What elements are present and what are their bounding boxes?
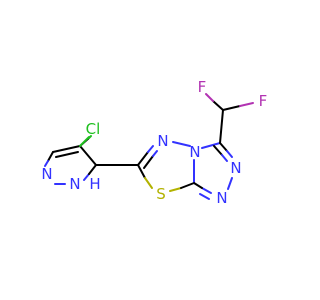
bond-c-n-double-1-blue [147,145,154,153]
bond-c-s [137,164,146,179]
atom-fluorine-2: F [259,92,268,110]
bond-chf2-f1-magenta [205,93,214,102]
bond-n-c-tri-double [199,193,210,200]
atom-sulfur: S [156,185,166,203]
bond-c3-chf2 [219,109,224,144]
bond-chf2-f2-magenta [239,102,254,107]
bond-n-c-tri [201,187,212,194]
bond-c3-n-double-blue [226,150,233,158]
atom-fluorine-1: F [198,78,207,96]
bond-cl-line [79,136,90,147]
atom-nitrogen-triazole-1: N [230,159,241,177]
atom-nitrogen-triazole-2: N [216,189,227,207]
atom-nitrogen-nh: N [69,175,80,193]
bond-n-n [172,141,191,147]
bond-chf2-f2 [222,105,241,111]
bond-c5-c4 [79,145,97,166]
bond-c3-n2 [47,151,54,162]
bond-c3-n-double [219,142,228,152]
bond-n1-c5-black [88,164,97,175]
bond-c-n-double-2 [143,155,154,169]
atom-labels: Cl N N H N S N N N F F [41,78,267,207]
bonds [44,93,254,200]
bond-c-n-double-2-blue [152,150,158,157]
bond-s-c [169,187,182,192]
bond-chf2-f1 [212,100,224,111]
bond-c3-n-double-2-blue [221,154,228,162]
atom-nitrogen-pyrazole: N [41,165,52,183]
bond-s-c-black [180,182,195,189]
bond-c4-c3 [52,145,81,153]
bond-c-n-double-1 [137,151,149,166]
bond-c3-n2-blue [44,160,49,167]
bond-n1-c5 [83,173,90,181]
bond-c-s-yellow [144,177,153,189]
atom-chlorine: Cl [86,120,101,138]
atom-nitrogen-bridge: N [189,143,200,161]
atom-hydrogen-nh: H [89,175,100,193]
bond-n-n-tri [227,177,233,190]
molecule-structure: Cl N N H N S N N N F F [41,78,267,207]
bond-c3-n-double-2 [213,145,223,156]
molecule-canvas: Cl N N H N S N N N F F [41,78,267,207]
bond-c3-c3-double [55,151,79,158]
atom-nitrogen-thiadiazole: N [157,132,168,150]
bond-n-c-tri-black [193,182,203,189]
bond-n-c3 [201,142,221,149]
